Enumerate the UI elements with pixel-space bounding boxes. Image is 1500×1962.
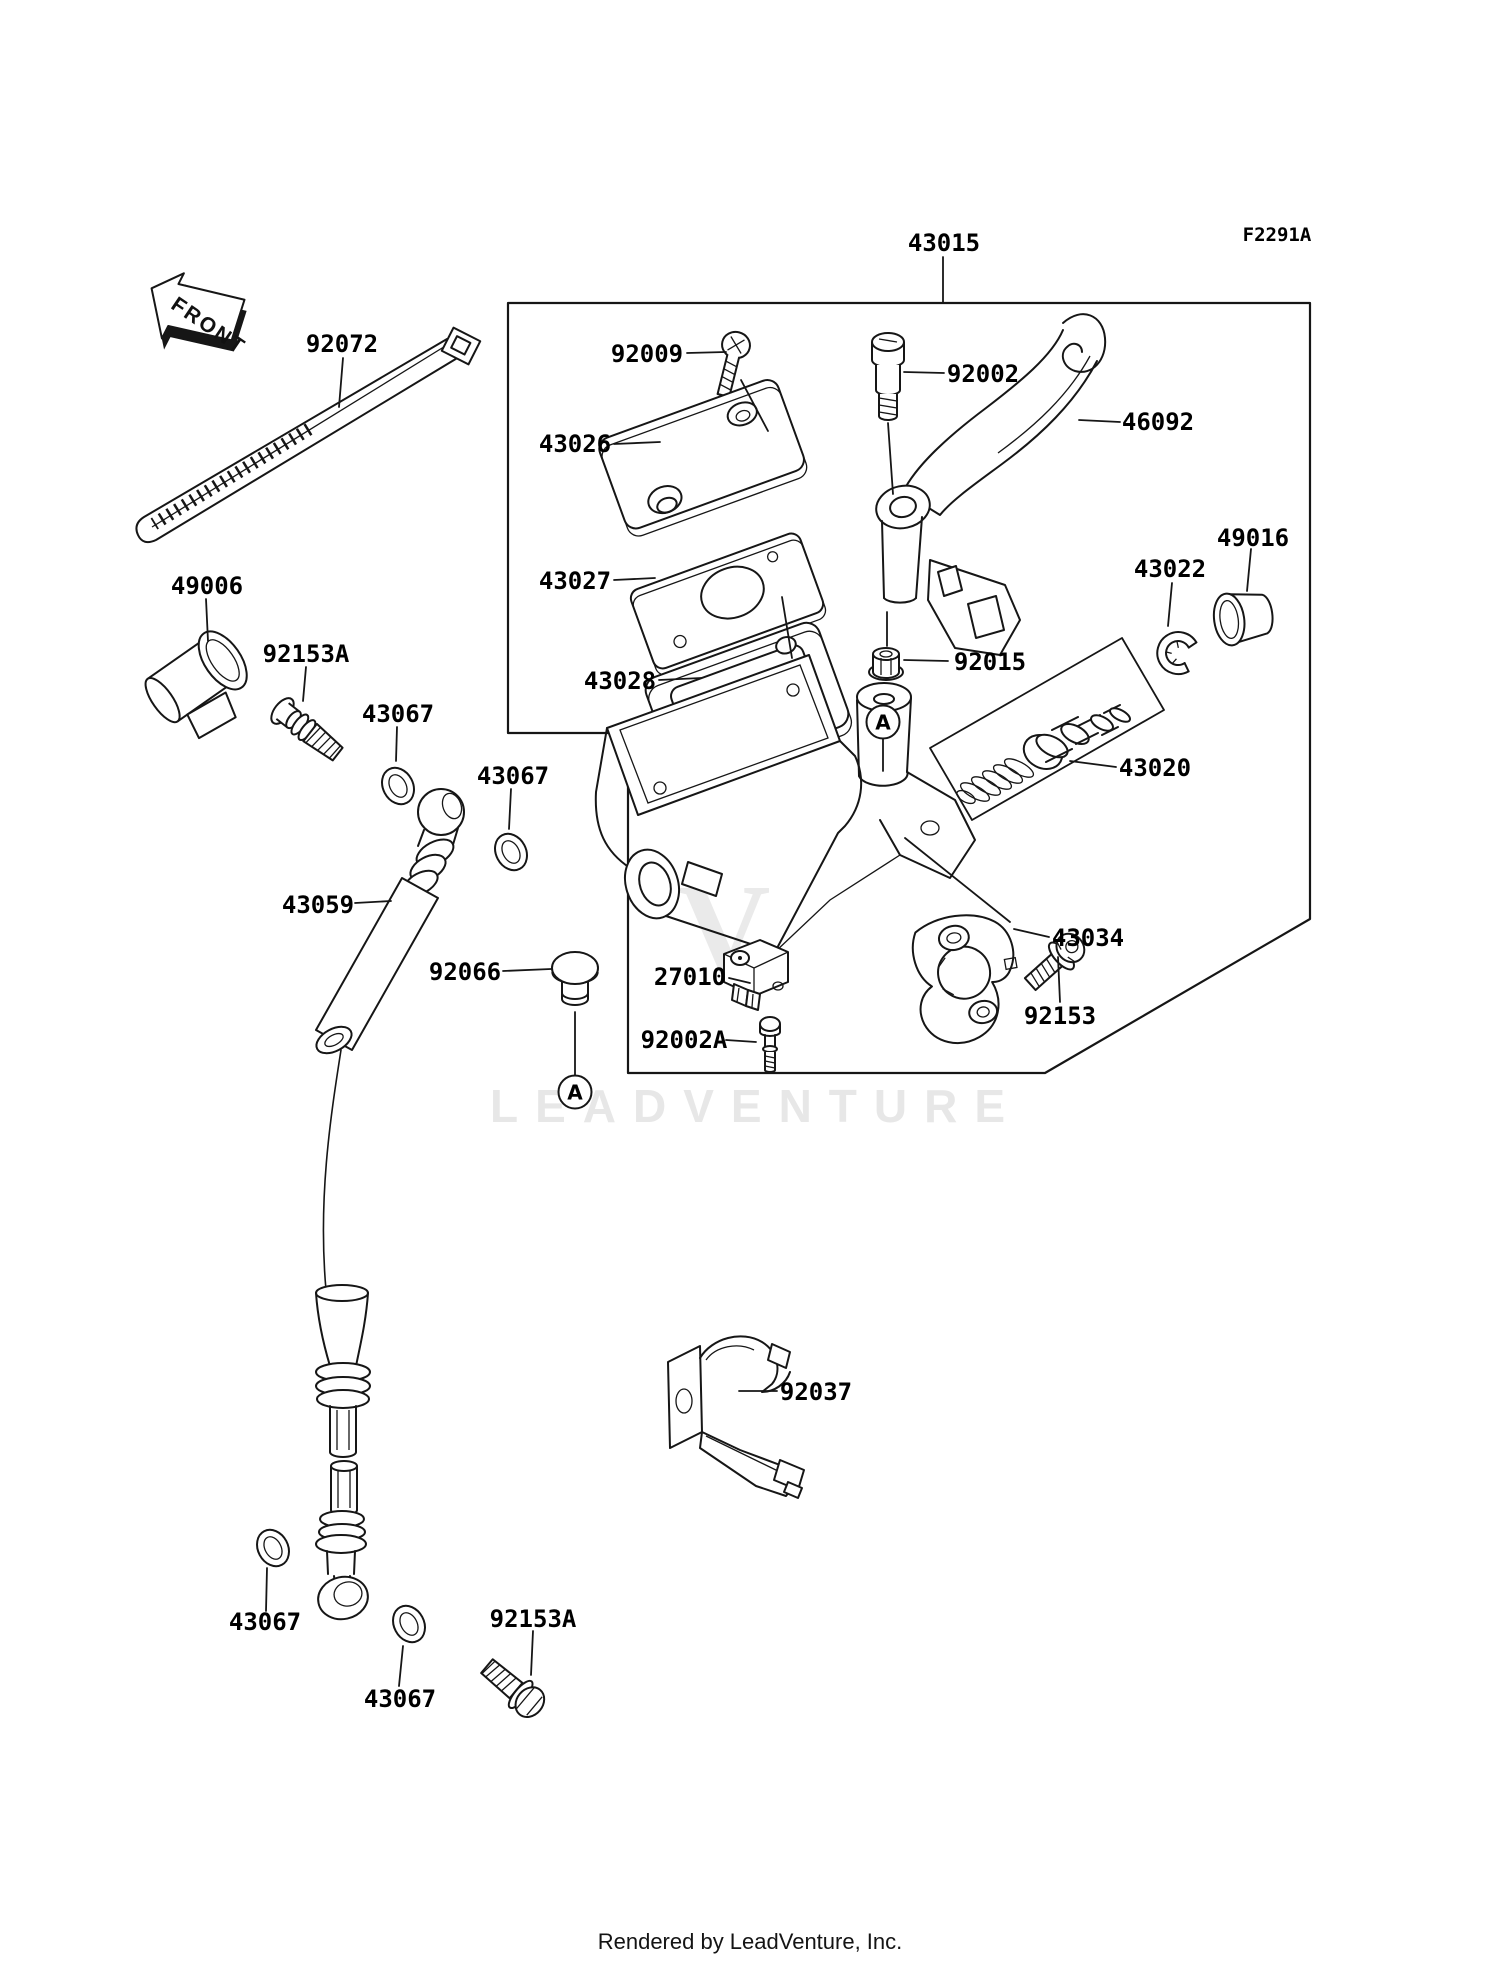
part-label-46092-4: 46092 — [1121, 408, 1195, 436]
part-label-92037-22: 92037 — [779, 1378, 853, 1406]
part-label-92009-2: 92009 — [610, 340, 684, 368]
footer-credit: Rendered by LeadVenture, Inc. — [597, 1929, 903, 1954]
part-label-43034-17: 43034 — [1051, 924, 1125, 952]
part-label-43059-16: 43059 — [281, 891, 355, 919]
dust-cover-49016 — [1212, 592, 1274, 647]
clamp-bolt-92153 — [1023, 932, 1086, 992]
part-label-43067-25: 43067 — [363, 1685, 437, 1713]
plug-92066 — [551, 951, 599, 1006]
part-label-43067-24: 43067 — [228, 1608, 302, 1636]
part-label-43028-12: 43028 — [583, 667, 657, 695]
part-label-92066-18: 92066 — [428, 958, 502, 986]
brake-hose-43059-upper — [315, 788, 465, 1291]
part-label-43027-8: 43027 — [538, 567, 612, 595]
part-label-92015-11: 92015 — [953, 648, 1027, 676]
part-label-43020-14: 43020 — [1118, 754, 1192, 782]
callout-marker-A-1: A — [557, 1074, 593, 1110]
brake-hose-43059-lower — [315, 1284, 371, 1621]
part-label-49016-6: 49016 — [1216, 524, 1290, 552]
joint-cover-49006 — [144, 630, 248, 740]
washer-43067-b — [494, 832, 528, 872]
screw-92002a — [759, 1016, 781, 1073]
master-cylinder-body — [594, 654, 976, 953]
part-label-92002-3: 92002 — [946, 360, 1020, 388]
part-label-92072-0: 92072 — [305, 330, 379, 358]
washer-43067-d — [392, 1604, 426, 1644]
flange-nut-92015 — [868, 647, 904, 681]
part-label-92153A-23: 92153A — [489, 1605, 577, 1633]
pivot-bolt-92002 — [871, 332, 905, 421]
cable-tie-92072 — [135, 326, 482, 544]
part-label-43067-13: 43067 — [361, 700, 435, 728]
handlebar-clamp-43034 — [911, 914, 1018, 1045]
e-clip-43022 — [1156, 631, 1198, 676]
bleeder-bolt-92153a-top — [270, 697, 344, 762]
part-label-43026-5: 43026 — [538, 430, 612, 458]
part-label-92153-20: 92153 — [1023, 1002, 1097, 1030]
piston-kit-43020 — [929, 637, 1165, 821]
leader-lines — [205, 256, 1252, 1687]
part-label-92002A-21: 92002A — [640, 1026, 728, 1054]
part-label-43067-15: 43067 — [476, 762, 550, 790]
brake-switch-27010 — [723, 939, 789, 1011]
hose-bracket-92037 — [667, 1335, 805, 1499]
part-label-49006-9: 49006 — [170, 572, 244, 600]
part-label-27010-19: 27010 — [653, 963, 727, 991]
callout-marker-A-0: A — [865, 704, 901, 740]
washer-43067-a — [381, 766, 415, 806]
washer-43067-c — [256, 1528, 290, 1568]
reservoir-cap-43026 — [598, 379, 808, 537]
fiche-code: F2291A — [1242, 224, 1312, 246]
part-label-92153A-10: 92153A — [262, 640, 350, 668]
part-label-43022-7: 43022 — [1133, 555, 1207, 583]
assembly-box-outline — [506, 301, 1312, 1075]
part-label-43015-1: 43015 — [907, 229, 981, 257]
banjo-bolt-92153a-bottom — [480, 1658, 546, 1718]
brake-lever-46092 — [875, 313, 1107, 656]
